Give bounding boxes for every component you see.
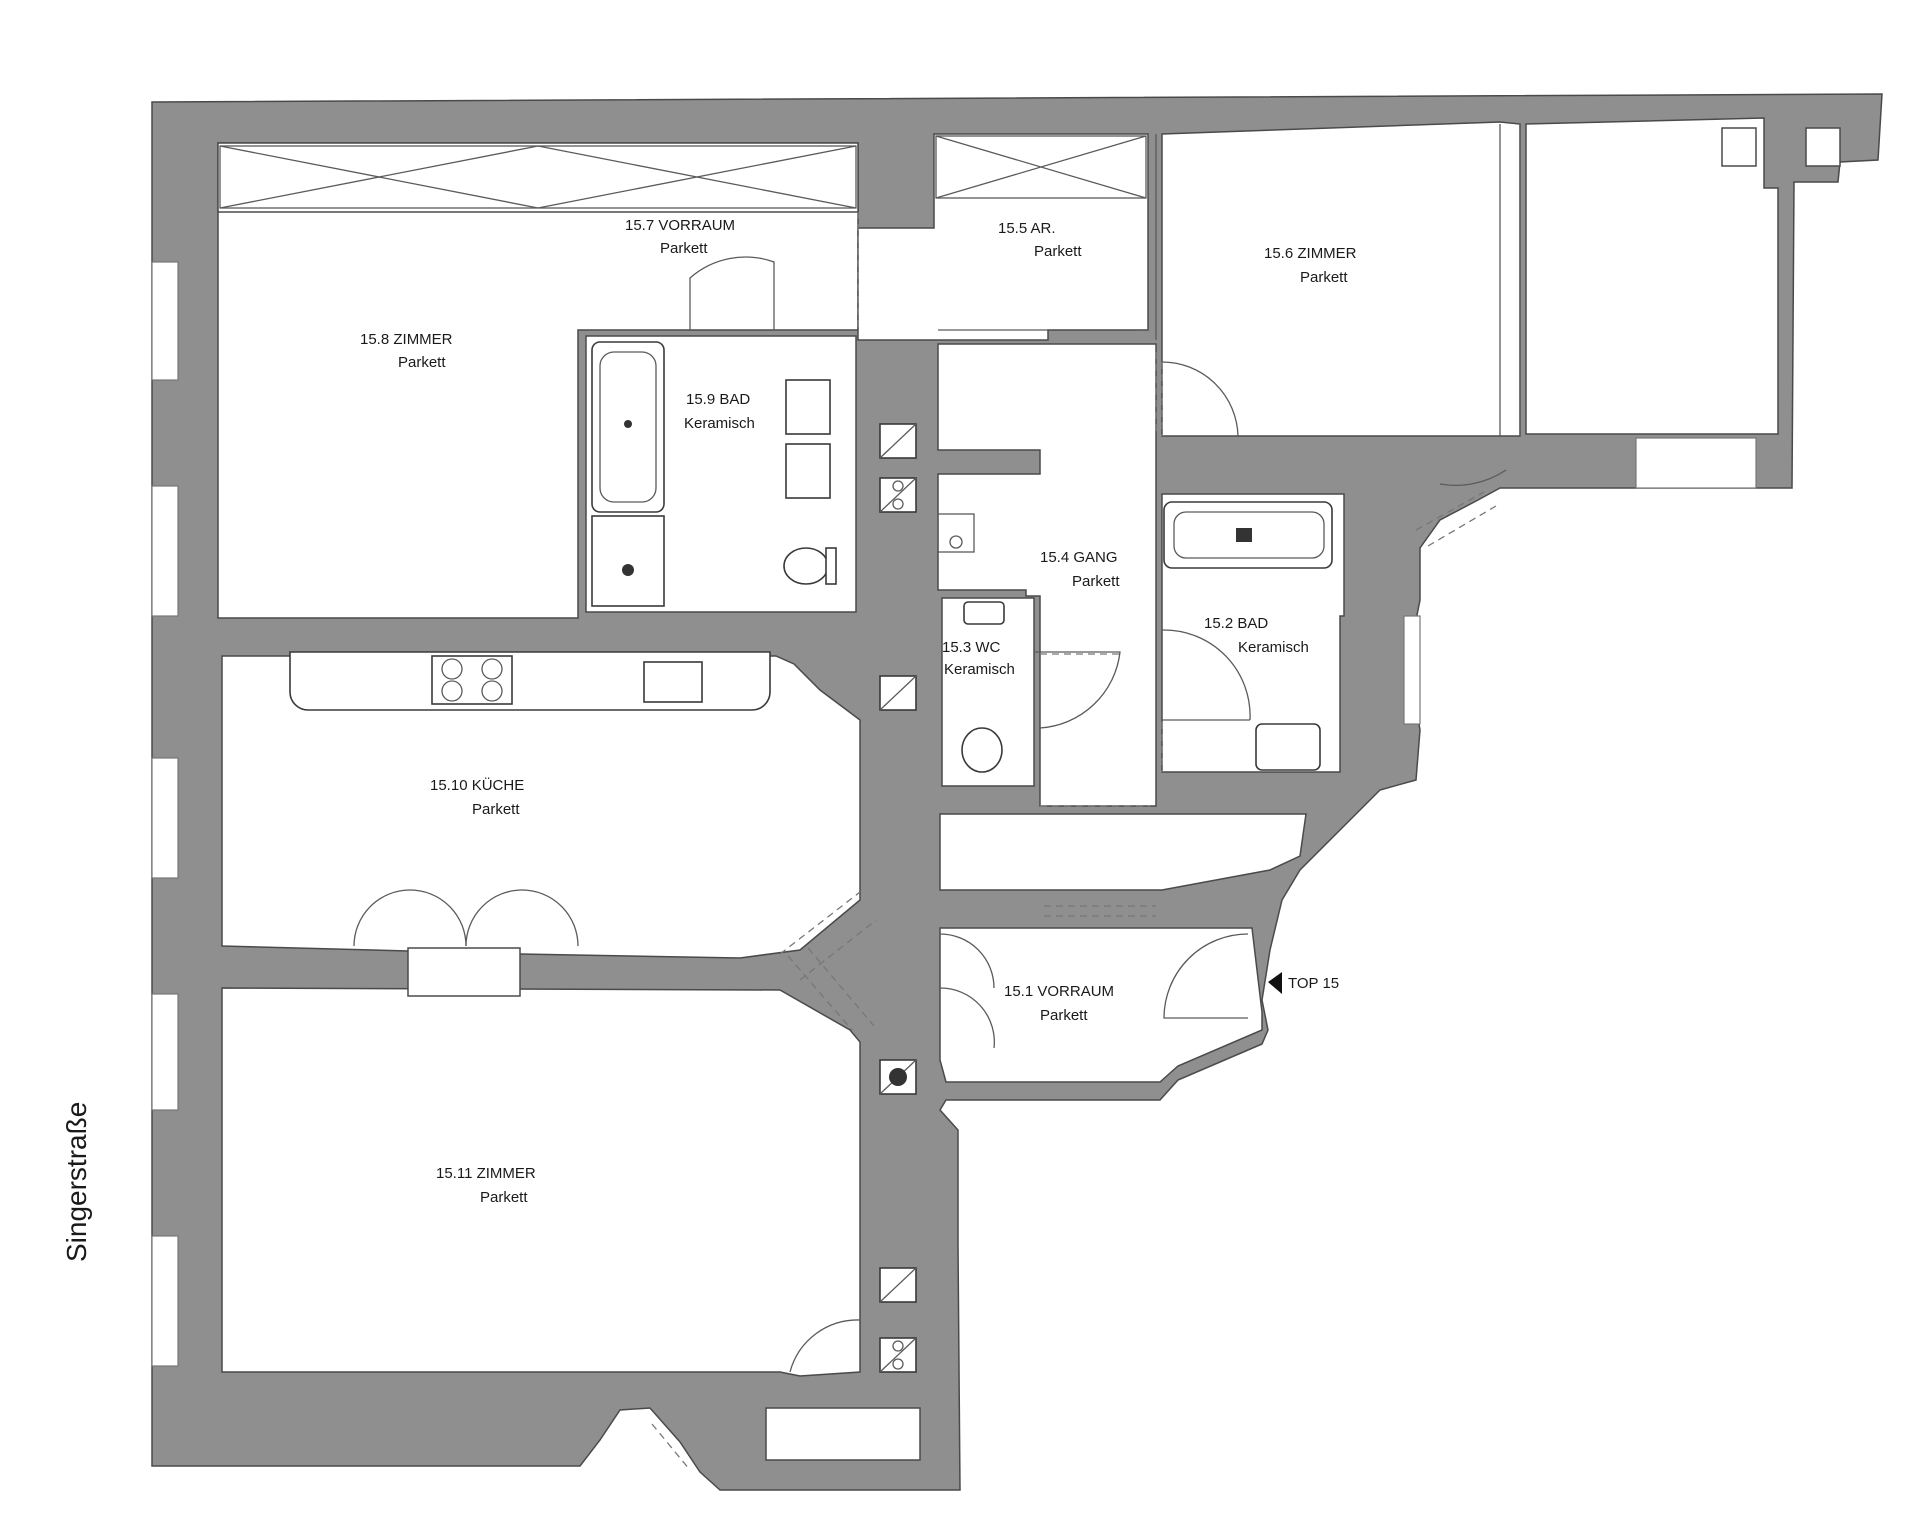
room-label-15-10: 15.10 KÜCHE (430, 776, 524, 794)
ceiling-marks (219, 127, 1841, 209)
room-15-4 (937, 343, 1157, 807)
room-corridor (939, 813, 1307, 891)
floor-label-15-8: Parkett (398, 354, 446, 371)
floor-label-15-10: Parkett (472, 801, 520, 818)
room-label-15-11: 15.11 ZIMMER (436, 1165, 536, 1182)
labels: 15.7 VORRAUM Parkett 15.5 AR. Parkett 15… (61, 217, 1357, 1262)
room-storage (765, 1407, 921, 1461)
room-label-15-3: 15.3 WC (942, 639, 1001, 656)
sink-icon (643, 661, 703, 703)
sink-icon (1255, 723, 1321, 771)
room-label-15-4: 15.4 GANG (1040, 549, 1118, 566)
room-label-15-7: 15.7 VORRAUM (625, 217, 735, 234)
floor-label-15-4: Parkett (1072, 573, 1120, 590)
floor-label-15-9: Keramisch (684, 415, 755, 432)
toilet-icon (961, 727, 1003, 773)
entrance-label: TOP 15 (1288, 975, 1339, 992)
floor-label-15-3: Keramisch (944, 661, 1015, 678)
floor-label-15-7: Parkett (660, 240, 708, 257)
floor-label-15-11: Parkett (480, 1189, 528, 1206)
floor-label-15-6: Parkett (1300, 269, 1348, 286)
room-label-15-8: 15.8 ZIMMER (360, 331, 453, 348)
room-label-15-2: 15.2 BAD (1204, 615, 1268, 632)
fixtures (289, 341, 1333, 773)
doors (353, 256, 1507, 1471)
sink-icon (785, 379, 831, 435)
shafts (879, 423, 917, 1373)
room-east (1525, 117, 1779, 435)
room-15-11 (221, 987, 861, 1377)
floor-label-15-1: Parkett (1040, 1007, 1088, 1024)
stove-icon (431, 655, 513, 705)
partitions (586, 124, 1521, 917)
room-15-7-top (217, 142, 859, 213)
room-label-15-6: 15.6 ZIMMER (1264, 245, 1357, 262)
street-label: Singerstraße (61, 1102, 92, 1262)
floor-label-15-2: Keramisch (1238, 639, 1309, 656)
floor-label-15-5: Parkett (1034, 243, 1082, 260)
room-label-15-1: 15.1 VORRAUM (1004, 983, 1114, 1000)
toilet-icon (783, 547, 829, 585)
shower-icon (591, 515, 665, 607)
entrance-arrow-icon (1268, 972, 1282, 994)
room-label-15-9: 15.9 BAD (686, 391, 750, 408)
windows (151, 261, 1757, 1367)
sink-icon (963, 601, 1005, 625)
room-label-15-5: 15.5 AR. (998, 220, 1056, 237)
